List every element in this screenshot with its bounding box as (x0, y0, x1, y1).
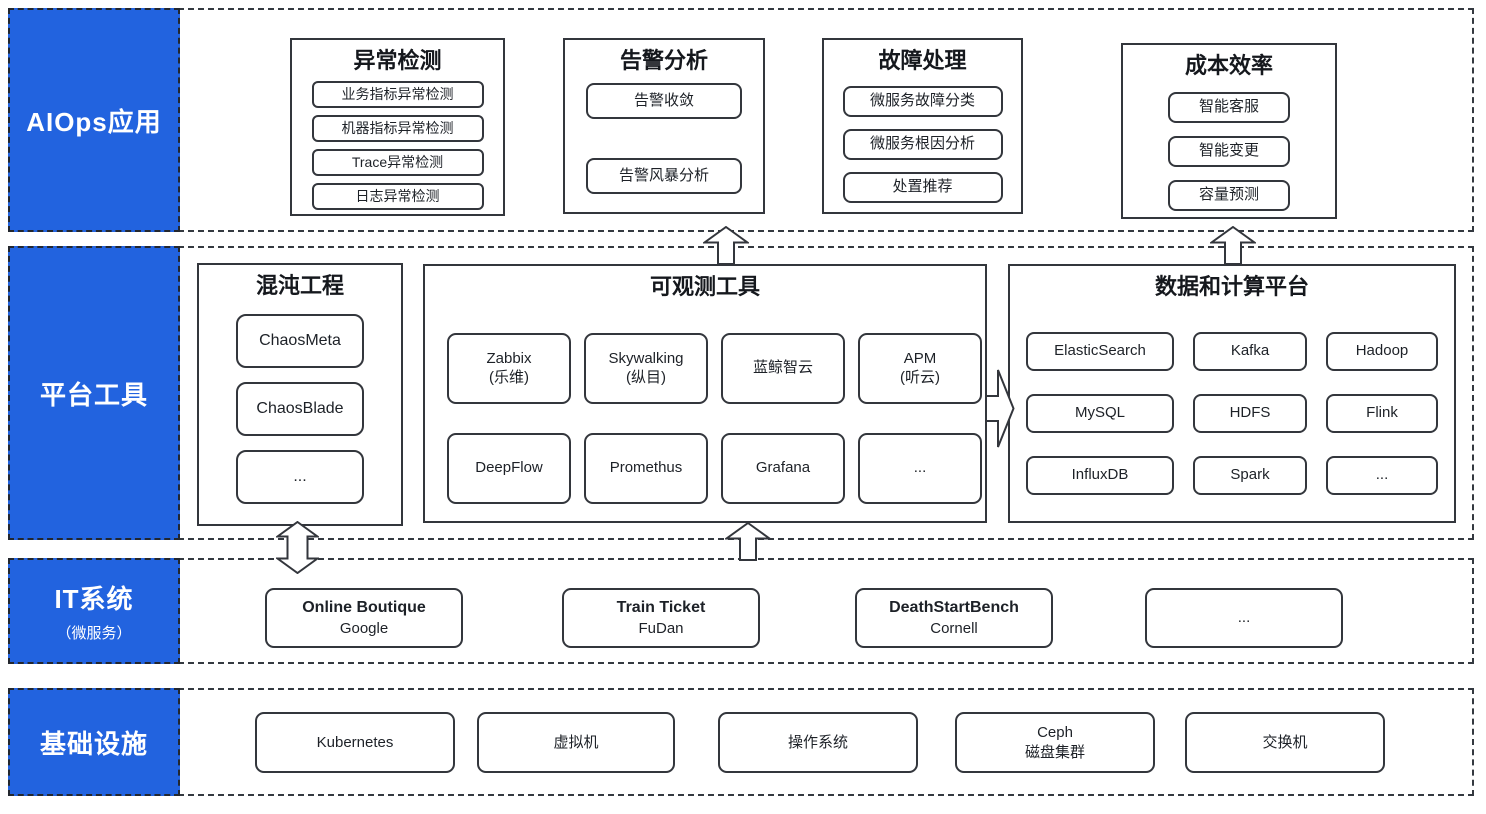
infra-ceph-name: Ceph (1037, 724, 1073, 741)
item-zabbix-name: Zabbix (486, 349, 532, 367)
item-skywalking: Skywalking (纵目) (584, 333, 708, 404)
item-observability-more-name: ... (913, 459, 927, 477)
layer-label-infrastructure: 基础设施 (8, 688, 180, 796)
item-alert-storm-analysis: 告警风暴分析 (586, 158, 742, 194)
group-cost-efficiency: 成本效率 智能客服 智能变更 容量预测 (1121, 43, 1337, 219)
item-log-anomaly: 日志异常检测 (311, 183, 484, 210)
system-train-ticket-org: FuDan (638, 619, 684, 637)
item-hdfs: HDFS (1193, 394, 1307, 433)
infra-ceph-sub: 磁盘集群 (1024, 743, 1085, 761)
group-chaos-engineering-title: 混沌工程 (255, 273, 344, 298)
item-apm-name: APM (903, 349, 937, 367)
item-alert-convergence: 告警收敛 (586, 83, 742, 119)
observability-tools-grid: Zabbix (乐维) Skywalking (纵目) 蓝鲸智云 APM (听云… (425, 333, 985, 504)
infra-kubernetes: Kubernetes (255, 712, 455, 773)
system-train-ticket-name: Train Ticket (616, 598, 706, 616)
system-deathstartbench: DeathStartBench Cornell (855, 588, 1053, 648)
item-intelligent-change: 智能变更 (1168, 136, 1290, 167)
group-data-computing-platform: 数据和计算平台 ElasticSearch Kafka Hadoop MySQL… (1008, 264, 1456, 523)
item-machine-metric-anomaly: 机器指标异常检测 (311, 115, 484, 142)
item-deepflow: DeepFlow (447, 433, 571, 504)
group-anomaly-detection-title: 异常检测 (353, 48, 442, 73)
system-deathstartbench-name: DeathStartBench (889, 598, 1019, 616)
item-business-metric-anomaly: 业务指标异常检测 (311, 81, 484, 108)
item-data-platform-more: ... (1326, 456, 1438, 495)
item-microservice-root-cause-analysis: 微服务根因分析 (842, 129, 1003, 160)
arrow-double-chaos-to-it-systems-icon (276, 521, 319, 574)
item-promethus: Promethus (584, 433, 708, 504)
layer-label-platform-text: 平台工具 (39, 379, 148, 410)
group-data-computing-platform-title: 数据和计算平台 (1154, 274, 1309, 299)
system-online-boutique-name: Online Boutique (302, 598, 426, 616)
group-fault-handling-title: 故障处理 (878, 48, 967, 73)
infra-virtual-machine-name: 虚拟机 (553, 733, 599, 751)
item-skywalking-sub: (纵目) (626, 368, 666, 386)
system-online-boutique-org: Google (339, 619, 389, 637)
item-flink: Flink (1326, 394, 1438, 433)
item-zabbix: Zabbix (乐维) (447, 333, 571, 404)
system-more: ... (1145, 588, 1343, 648)
layer-label-aiops-text: AIOps应用 (26, 106, 162, 137)
group-fault-handling: 故障处理 微服务故障分类 微服务根因分析 处置推荐 (822, 38, 1023, 214)
item-remediation-recommendation: 处置推荐 (842, 172, 1003, 203)
group-anomaly-detection: 异常检测 业务指标异常检测 机器指标异常检测 Trace异常检测 日志异常检测 (290, 38, 505, 216)
item-grafana: Grafana (721, 433, 845, 504)
item-capacity-forecast: 容量预测 (1168, 180, 1290, 211)
item-grafana-name: Grafana (755, 459, 811, 477)
item-kafka: Kafka (1193, 332, 1307, 371)
arrow-up-observability-to-alert-analysis-icon (703, 226, 749, 265)
group-chaos-engineering: 混沌工程 ChaosMeta ChaosBlade ... (197, 263, 403, 526)
item-bluewhale-name: 蓝鲸智云 (752, 359, 813, 377)
layer-label-it-systems-text: IT系统 (54, 584, 134, 614)
group-alert-analysis-title: 告警分析 (619, 48, 708, 73)
layer-label-aiops: AIOps应用 (8, 8, 180, 232)
group-observability-tools: 可观测工具 Zabbix (乐维) Skywalking (纵目) 蓝鲸智云 A… (423, 264, 987, 523)
group-observability-tools-title: 可观测工具 (649, 274, 760, 299)
item-bluewhale: 蓝鲸智云 (721, 333, 845, 404)
item-zabbix-sub: (乐维) (489, 368, 529, 386)
item-spark: Spark (1193, 456, 1307, 495)
item-chaosblade: ChaosBlade (236, 382, 364, 436)
layer-label-it-systems-subtext: （微服务） (56, 625, 132, 642)
layer-label-platform: 平台工具 (8, 246, 180, 540)
infra-switch: 交换机 (1185, 712, 1385, 773)
infra-operating-system: 操作系统 (718, 712, 918, 773)
layer-label-infrastructure-text: 基础设施 (39, 728, 148, 759)
item-trace-anomaly: Trace异常检测 (311, 149, 484, 176)
arrow-up-data-platform-to-cost-efficiency-icon (1210, 226, 1256, 265)
item-hadoop: Hadoop (1326, 332, 1438, 371)
item-observability-more: ... (858, 433, 982, 504)
item-apm-sub: (听云) (900, 368, 940, 386)
infra-operating-system-name: 操作系统 (787, 733, 848, 751)
item-mysql: MySQL (1026, 394, 1174, 433)
item-intelligent-customer-service: 智能客服 (1168, 92, 1290, 123)
item-elasticsearch: ElasticSearch (1026, 332, 1174, 371)
group-cost-efficiency-title: 成本效率 (1184, 53, 1273, 78)
arrow-right-observability-to-data-platform-icon (985, 369, 1015, 448)
infra-ceph-disk-cluster: Ceph 磁盘集群 (955, 712, 1155, 773)
system-online-boutique: Online Boutique Google (265, 588, 463, 648)
system-more-name: ... (1237, 609, 1251, 627)
infra-virtual-machine: 虚拟机 (477, 712, 675, 773)
item-influxdb: InfluxDB (1026, 456, 1174, 495)
infra-kubernetes-name: Kubernetes (316, 733, 394, 751)
item-microservice-fault-classification: 微服务故障分类 (842, 86, 1003, 117)
data-computing-platform-grid: ElasticSearch Kafka Hadoop MySQL HDFS Fl… (1010, 332, 1454, 495)
arrow-up-it-systems-to-observability-icon (725, 522, 771, 561)
item-apm: APM (听云) (858, 333, 982, 404)
item-chaosmeta: ChaosMeta (236, 314, 364, 368)
infra-switch-name: 交换机 (1262, 733, 1308, 751)
item-chaos-more: ... (236, 450, 364, 504)
layer-label-it-systems: IT系统 （微服务） (8, 558, 180, 664)
system-train-ticket: Train Ticket FuDan (562, 588, 760, 648)
item-deepflow-name: DeepFlow (475, 459, 543, 477)
item-skywalking-name: Skywalking (608, 349, 684, 367)
item-promethus-name: Promethus (609, 459, 683, 477)
system-deathstartbench-org: Cornell (930, 619, 978, 637)
group-alert-analysis: 告警分析 告警收敛 告警风暴分析 (563, 38, 765, 214)
